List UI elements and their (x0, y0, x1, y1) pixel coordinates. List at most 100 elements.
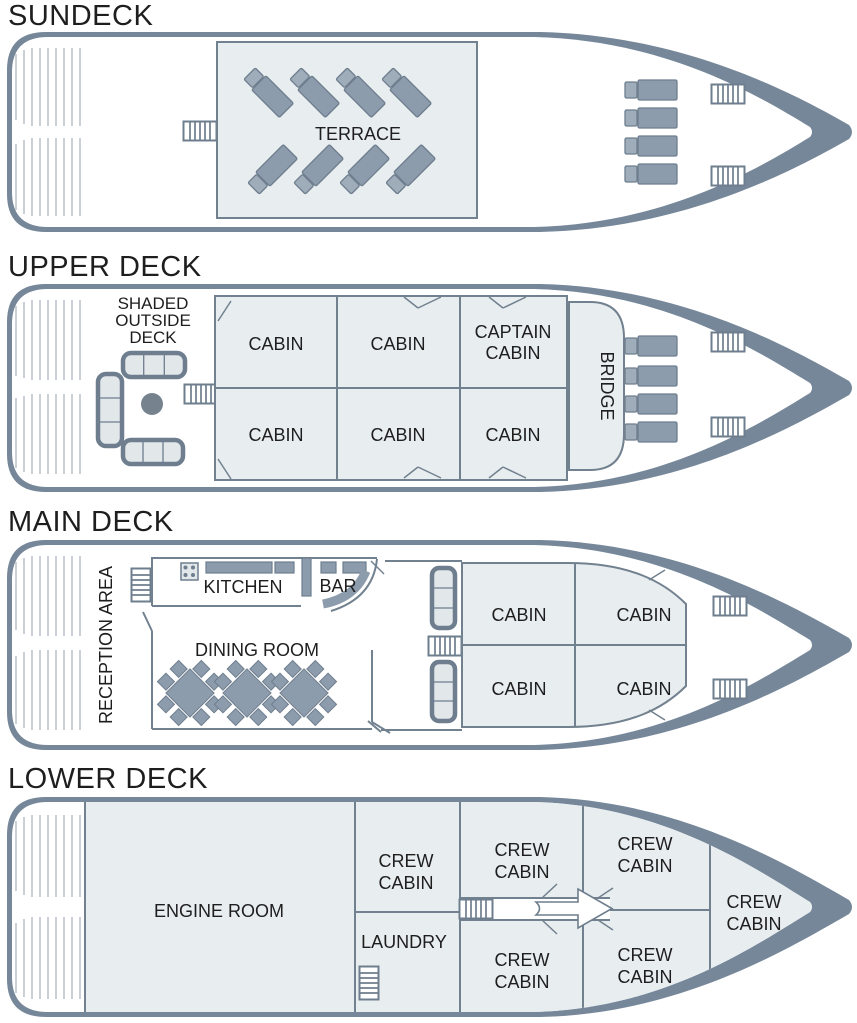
sun-lounger-icon (624, 107, 678, 129)
cabin-label: CABIN (248, 425, 303, 445)
engine-room-label: ENGINE ROOM (154, 901, 284, 921)
crew-cabin-label: CREW (727, 892, 782, 912)
bench-seat-icon (120, 437, 186, 467)
sun-lounger-icon (624, 421, 678, 443)
sun-lounger-icon (624, 335, 678, 357)
stairs-treads (434, 587, 453, 609)
door-swing-marks (541, 883, 614, 935)
main-deck-section: MAIN DECK RECEPTION AREA KITCHEN BAR DIN… (7, 506, 852, 750)
crew-cabin-label: CREW (379, 851, 434, 871)
shaded-outside-deck-label: DECK (129, 328, 177, 347)
ladder-icon (182, 120, 218, 142)
lower-deck-rooms (84, 802, 812, 1012)
cabin-label: CABIN (491, 679, 546, 699)
bar-counter (320, 561, 337, 574)
door-swing-marks (370, 560, 385, 575)
sun-lounger-icon (624, 79, 678, 101)
cabin-label: CABIN (370, 334, 425, 354)
crew-cabin-label: CABIN (617, 856, 672, 876)
crew-cabin-label: CABIN (494, 862, 549, 882)
door-swing-marks (217, 296, 527, 480)
upper-deck-title: UPPER DECK (8, 251, 202, 283)
deck-planking-lines (15, 138, 81, 216)
shaded-outside-deck-label: OUTSIDE (115, 311, 191, 330)
bridge-room (568, 301, 625, 471)
ladder-icon (358, 965, 380, 1001)
sundeck-title: SUNDECK (8, 0, 153, 32)
captain-cabin-label: CABIN (485, 343, 540, 363)
ladder-icon (183, 383, 219, 405)
laundry-label: LAUNDRY (361, 932, 447, 952)
lower-rooms-fill (85, 802, 812, 1012)
dining-room-label: DINING ROOM (195, 640, 319, 660)
bar-curved-counter (322, 569, 371, 609)
round-table-icon (141, 393, 163, 415)
ladder-icon (710, 83, 746, 105)
crew-cabin-label: CABIN (726, 914, 781, 934)
shaded-outside-deck-label: SHADED (118, 294, 189, 313)
cabin-label: CABIN (616, 605, 671, 625)
kitchen-label: KITCHEN (203, 577, 282, 597)
sun-lounger-icon (624, 135, 678, 157)
ladder-icon (710, 416, 746, 438)
bench-seat-icon (95, 371, 125, 449)
cabin-divider-walls (215, 296, 567, 480)
crew-cabin-label: CREW (618, 945, 673, 965)
bench-seat-icon (120, 350, 188, 380)
ladder-icon (710, 331, 746, 353)
cabin-label: CABIN (248, 334, 303, 354)
bridge-label: BRIDGE (597, 351, 617, 420)
deck-planking-lines (15, 300, 81, 380)
cabin-label: CABIN (370, 425, 425, 445)
deck-planking-lines (15, 917, 81, 999)
kitchen-bar-divider-wall (301, 557, 312, 597)
ladder-icon (712, 678, 748, 700)
deck-planking-lines (15, 48, 81, 126)
ladder-icon (710, 165, 746, 187)
kitchen-counter (205, 561, 273, 574)
reception-area-label: RECEPTION AREA (96, 566, 116, 724)
ladder-icon (712, 595, 748, 617)
cabin-divider-walls (462, 563, 686, 727)
ladder-icon (427, 635, 463, 657)
sun-lounger-icon (624, 393, 678, 415)
crew-cabin-label: CREW (495, 840, 550, 860)
deck-planking-lines (15, 815, 81, 897)
deck-planking-lines (15, 394, 81, 474)
ladder-icon (458, 898, 494, 920)
lower-deck-section: LOWER DECK ENGINE ROOM CREW CABIN LAUNDR… (7, 763, 852, 1017)
ladder-icon (130, 567, 152, 603)
crew-cabin-label: CABIN (617, 967, 672, 987)
upper-deck-section: UPPER DECK SHADED OUTSIDE DECK CABIN CAB… (7, 251, 852, 492)
stairs-icon (429, 659, 458, 724)
crew-cabin-label: CREW (495, 950, 550, 970)
stairs-treads (434, 681, 453, 702)
sundeck-section: SUNDECK TERRACE (7, 0, 852, 232)
bow-arrow-icon (533, 887, 614, 930)
bar-counter (342, 561, 367, 574)
sun-lounger-icon (624, 365, 678, 387)
deck-planking-lines (15, 650, 81, 730)
stove-icon (180, 562, 199, 581)
crew-cabin-label: CREW (618, 834, 673, 854)
cabin-label: CABIN (491, 605, 546, 625)
main-deck-title: MAIN DECK (8, 506, 174, 538)
sun-lounger-icon (624, 163, 678, 185)
crew-cabin-label: CABIN (494, 972, 549, 992)
cabin-label: CABIN (485, 425, 540, 445)
lower-deck-title: LOWER DECK (8, 763, 208, 795)
crew-cabin-label: CABIN (378, 873, 433, 893)
captain-cabin-label: CAPTAIN (475, 322, 552, 342)
cabin-label: CABIN (616, 679, 671, 699)
bar-label: BAR (319, 576, 356, 596)
door-swing-marks (648, 569, 666, 721)
stairs-icon (429, 565, 458, 631)
bench-divider (100, 397, 120, 423)
deck-planking-lines (15, 556, 81, 636)
kitchen-counter (274, 561, 295, 574)
bench-divider (143, 355, 165, 375)
dining-room-walls (142, 560, 462, 734)
bench-divider (142, 442, 164, 462)
